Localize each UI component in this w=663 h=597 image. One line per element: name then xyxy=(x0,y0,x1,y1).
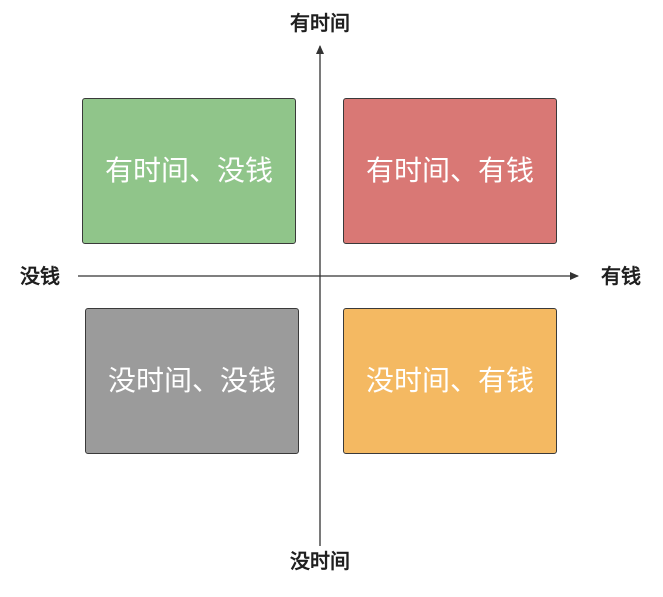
quadrant-bottom-left-label: 没时间、没钱 xyxy=(107,364,276,397)
quadrant-top-left-label: 有时间、没钱 xyxy=(104,154,273,187)
quadrant-bottom-right-label: 没时间、有钱 xyxy=(365,364,534,397)
axis-label-left: 没钱 xyxy=(20,264,60,288)
quadrant-bottom-left: 没时间、没钱 xyxy=(85,308,299,454)
axis-label-bottom: 没时间 xyxy=(290,549,350,573)
quadrant-bottom-right: 没时间、有钱 xyxy=(343,308,557,454)
axis-label-right: 有钱 xyxy=(601,264,641,288)
axis-label-top: 有时间 xyxy=(290,11,350,35)
quadrant-top-right-label: 有时间、有钱 xyxy=(365,154,534,187)
quadrant-top-left: 有时间、没钱 xyxy=(82,98,296,244)
quadrant-top-right: 有时间、有钱 xyxy=(343,98,557,244)
